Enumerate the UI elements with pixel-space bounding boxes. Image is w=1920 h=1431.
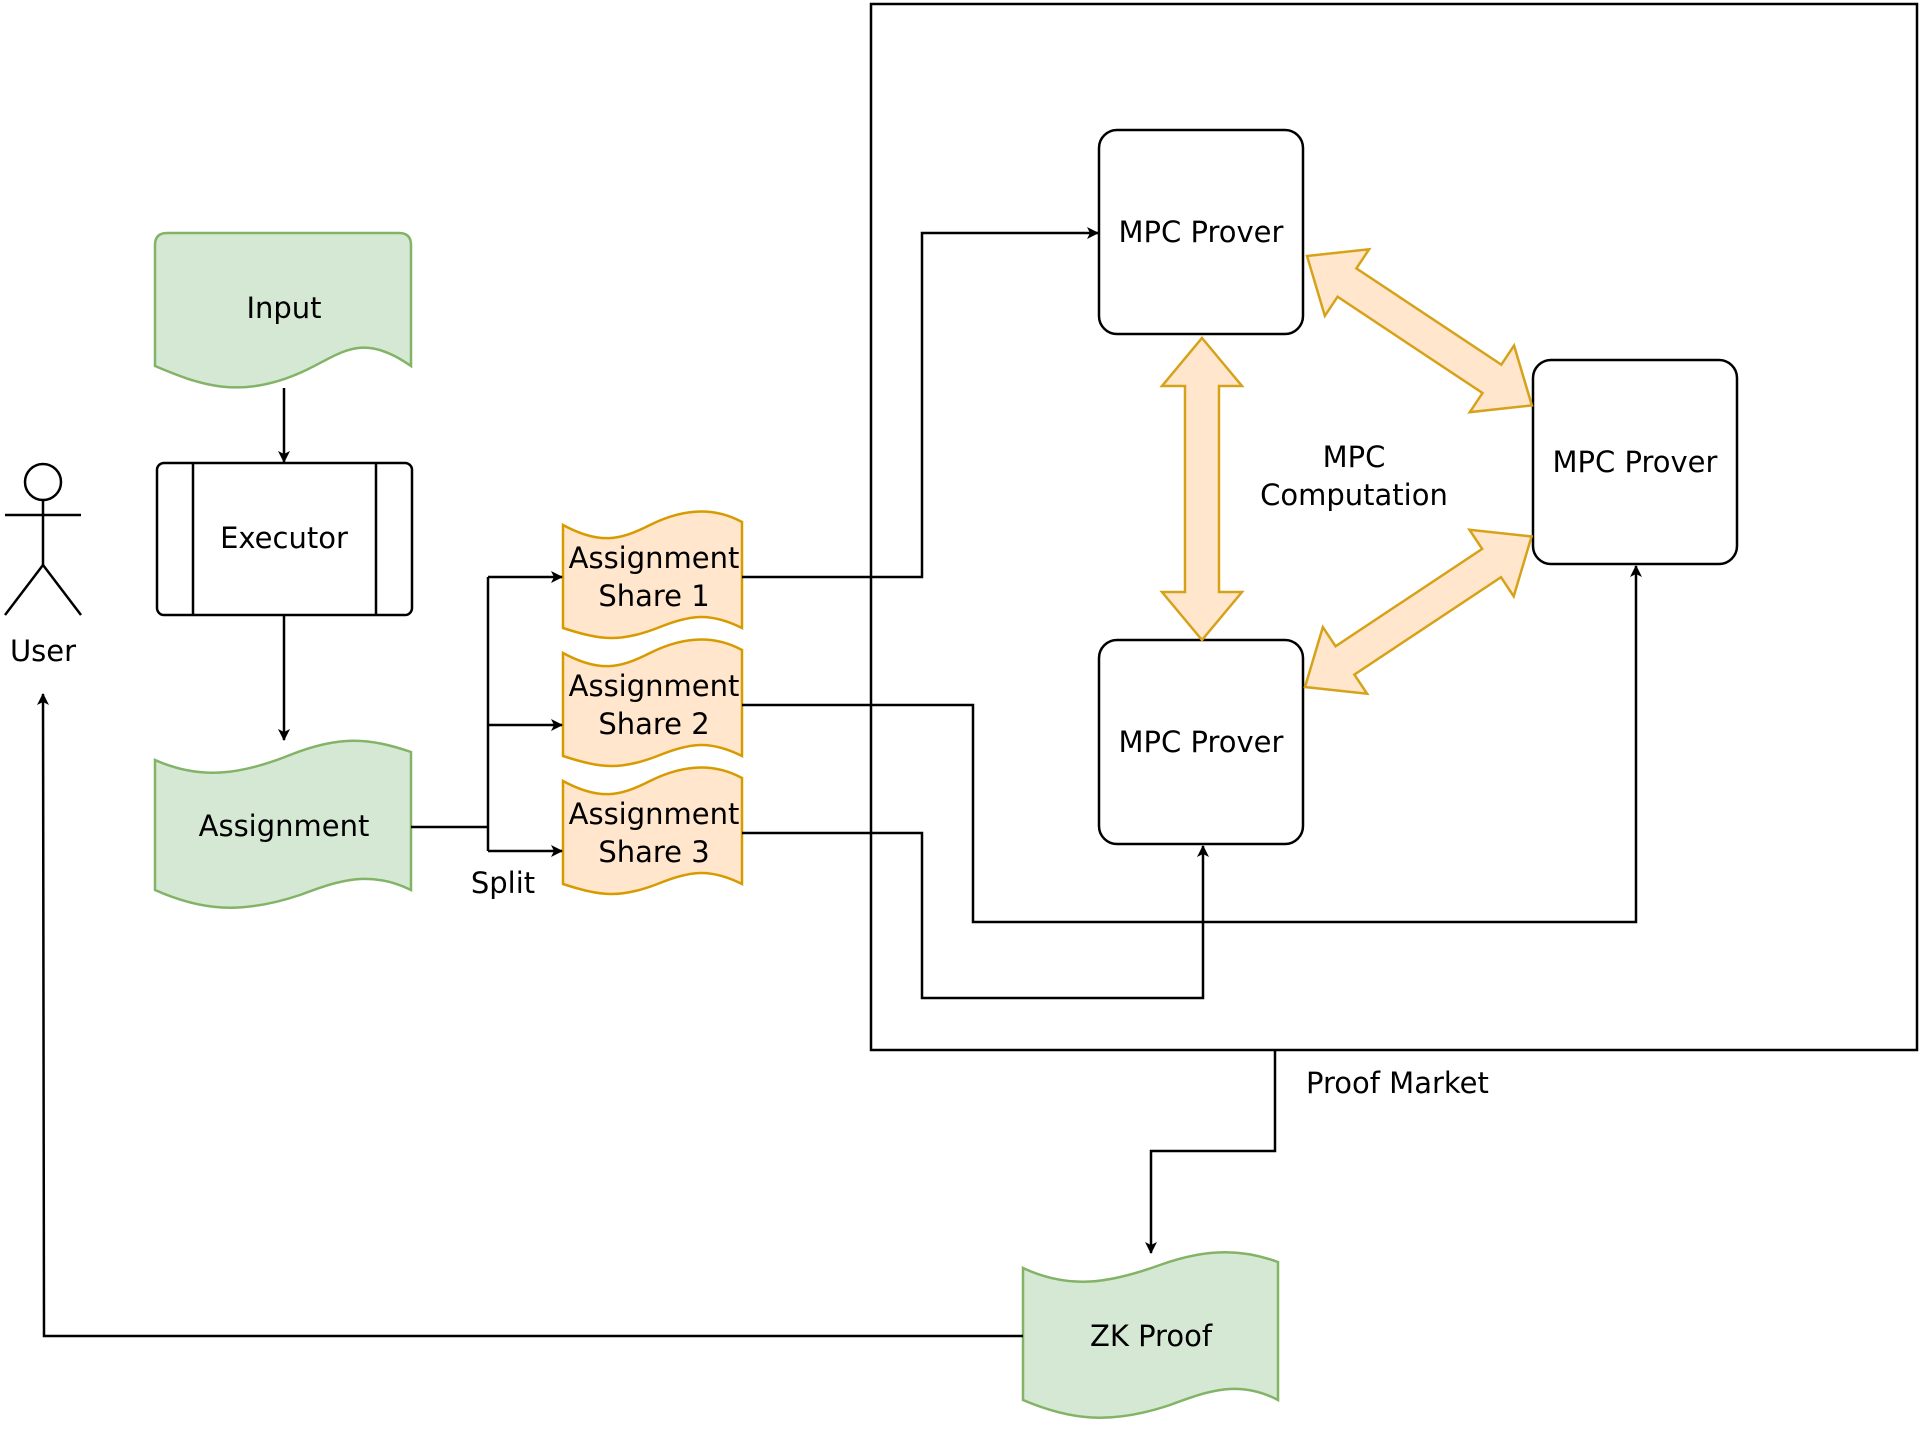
split-label: Split xyxy=(471,866,535,900)
executor-label: Executor xyxy=(220,521,348,555)
mpc-prover-right-label: MPC Prover xyxy=(1553,445,1718,479)
mpc-computation-label-line1: MPC xyxy=(1323,440,1386,474)
proof-market-label: Proof Market xyxy=(1306,1066,1489,1100)
share-1-label-line1: Assignment xyxy=(569,541,740,575)
share-1-label-line2: Share 1 xyxy=(598,579,709,613)
mpc-computation-label-line2: Computation xyxy=(1260,478,1448,512)
proof-market-container xyxy=(869,2,1919,1052)
share-3-document xyxy=(561,766,744,896)
edge-share-2-to-prover-right xyxy=(742,565,1642,924)
share-1-document xyxy=(561,510,744,640)
mpc-link-top-bottom xyxy=(1159,336,1245,642)
mpc-link-bottom-right xyxy=(1303,528,1534,696)
assignment-label: Assignment xyxy=(199,809,370,843)
zk-proof-label: ZK Proof xyxy=(1090,1319,1213,1353)
mpc-prover-bottom-label: MPC Prover xyxy=(1119,725,1284,759)
assignment-document xyxy=(153,739,413,909)
mpc-link-top-right xyxy=(1305,247,1534,414)
share-3-label-line2: Share 3 xyxy=(598,835,709,869)
input-document xyxy=(153,231,413,389)
mpc-prover-right xyxy=(1531,358,1739,566)
share-2-label-line2: Share 2 xyxy=(598,707,709,741)
user-label: User xyxy=(10,634,76,668)
share-2-document xyxy=(561,638,744,768)
input-label: Input xyxy=(246,291,321,325)
mpc-prover-top-label: MPC Prover xyxy=(1119,215,1284,249)
edge-zk-proof-to-user xyxy=(37,693,1023,1338)
edge-proof-market-to-zk-proof xyxy=(1145,1050,1277,1254)
share-3-label-line1: Assignment xyxy=(569,797,740,831)
zk-proof-document xyxy=(1021,1251,1280,1419)
mpc-prover-top xyxy=(1097,128,1305,336)
user-actor xyxy=(4,462,82,616)
share-2-label-line1: Assignment xyxy=(569,669,740,703)
edge-share-1-to-prover-top xyxy=(742,227,1099,579)
edge-share-3-to-prover-bottom xyxy=(742,831,1209,1000)
